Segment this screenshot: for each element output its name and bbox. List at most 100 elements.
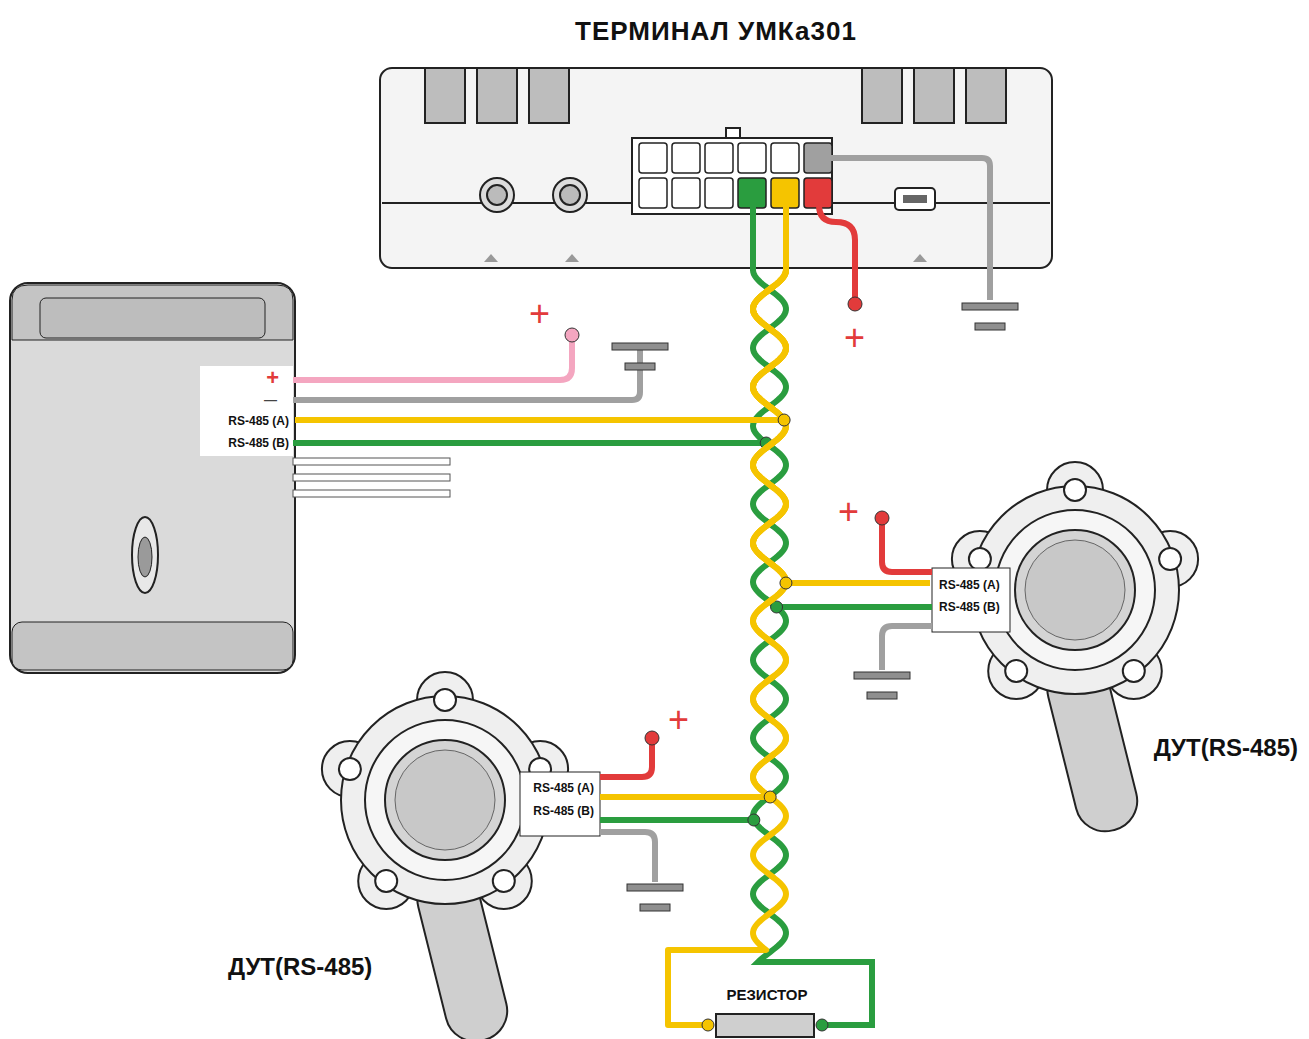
junction-dot [778,414,790,426]
reader-power-wires [612,343,668,370]
connector-cells [705,178,733,208]
terminal-power-wires [962,303,1018,330]
fuel-sensor-left [645,731,659,745]
card-reader [40,298,265,338]
fuel-sensor-right [932,568,1010,632]
connector-cells [639,143,667,173]
part-title: ТЕРМИНАЛ УМКа301 [380,18,1052,44]
card-reader [12,622,293,670]
pin-label: RS-485 (A) [531,781,596,795]
reader-power-wires [293,328,668,400]
terminal-body [560,185,580,205]
terminal-body [914,68,954,123]
terminal-body [553,178,587,212]
connector-cells [672,143,700,173]
rs485-bus-b [600,817,754,823]
terminal-body [480,178,514,212]
part-title: ДУТ(RS-485) [228,955,372,979]
fuel-sensor-left [322,672,683,1039]
fuel-sensor-left [600,832,655,882]
rs485-a-wire [753,270,930,583]
card-reader [12,285,293,340]
terminal-body [966,68,1006,123]
terminal-body [903,195,927,203]
terminal-body [425,68,465,123]
reader-power-wires [293,347,640,400]
terminal-power-wires [783,192,789,271]
connector-cells [738,143,766,173]
polarity-label: + [668,702,689,738]
terminal-body [484,254,927,262]
fuel-sensor-right [854,462,1198,838]
polarity-label: + [838,494,859,530]
junction-dot [764,791,776,803]
rs485-a-wire [668,270,786,1025]
reader-power-wires [293,340,572,380]
rs485-bus-b [293,440,766,446]
part-title: ДУТ(RS-485) [1154,736,1298,760]
resistor-symbol [716,1014,814,1037]
terminal-power-wires [848,297,862,311]
resistor-symbol [816,1019,828,1031]
fuel-sensor-left [520,772,600,836]
fuel-sensor-right [882,524,932,572]
terminal-unit: ТЕРМИНАЛ УМКа301 [380,8,1052,270]
card-reader [132,517,158,593]
resistor-symbol [700,1014,830,1037]
pin-label: RS-485 (B) [531,804,596,818]
terminal-power-wires [753,158,1018,330]
terminal-body [425,68,465,126]
rs485-bus-b [293,270,932,1025]
rs485-bus-b [293,437,932,826]
pin-label: RS-485 (B) [226,436,291,450]
terminal-power-wires [822,158,990,300]
terminal-body [380,68,1052,268]
pin-label: + [266,367,279,389]
connector-cells [705,143,733,173]
terminal-body [966,68,1006,126]
terminal-body [895,188,935,210]
connector-cells [771,143,799,173]
pin-label: РЕЗИСТОР [700,986,834,1003]
terminal-power-wires [750,192,756,271]
card-reader [293,490,450,497]
card-reader [293,458,450,465]
rs485-bus-b [748,814,760,826]
junction-dot [780,577,792,589]
connector-cells [639,143,832,208]
card-reader [10,283,295,673]
terminal-body [632,138,832,214]
fuel-sensor-right [882,626,932,670]
connector-cells [672,178,700,208]
card-reader: + — RS-485 (A) RS-485 (B) [10,283,295,673]
terminal-body [477,68,517,123]
card-reader [200,366,293,456]
fuel-sensor: RS-485 (A)RS-485 (B)ДУТ(RS-485) [930,470,1304,840]
terminal-body [862,68,902,123]
terminal-body [487,185,507,205]
card-reader [138,537,152,577]
polarity-label: + [844,320,865,356]
terminal-body [529,68,569,126]
card-reader [10,283,450,673]
terminal-body [380,68,1052,268]
fuel-sensor-right [875,511,889,525]
connector-cells [639,178,667,208]
fuel-sensor-left [600,744,652,777]
pin-label: RS-485 (A) [226,414,291,428]
fuel-sensor: RS-485 (A) RS-485 (B) ДУТ(RS-485) [222,680,600,1010]
fuel-sensor-left [627,884,683,911]
pin-label: — [264,393,277,406]
terminal-body [862,68,902,126]
polarity-label: + [529,296,550,332]
rs485-a-wire [295,270,786,420]
terminal-body [914,68,954,126]
pin-label: RS-485 (A) [937,578,1002,592]
terminal-body [529,68,569,123]
reader-power-wires [565,328,579,342]
rs485-bus-b [777,604,932,610]
terminal-power-wires [819,192,855,300]
